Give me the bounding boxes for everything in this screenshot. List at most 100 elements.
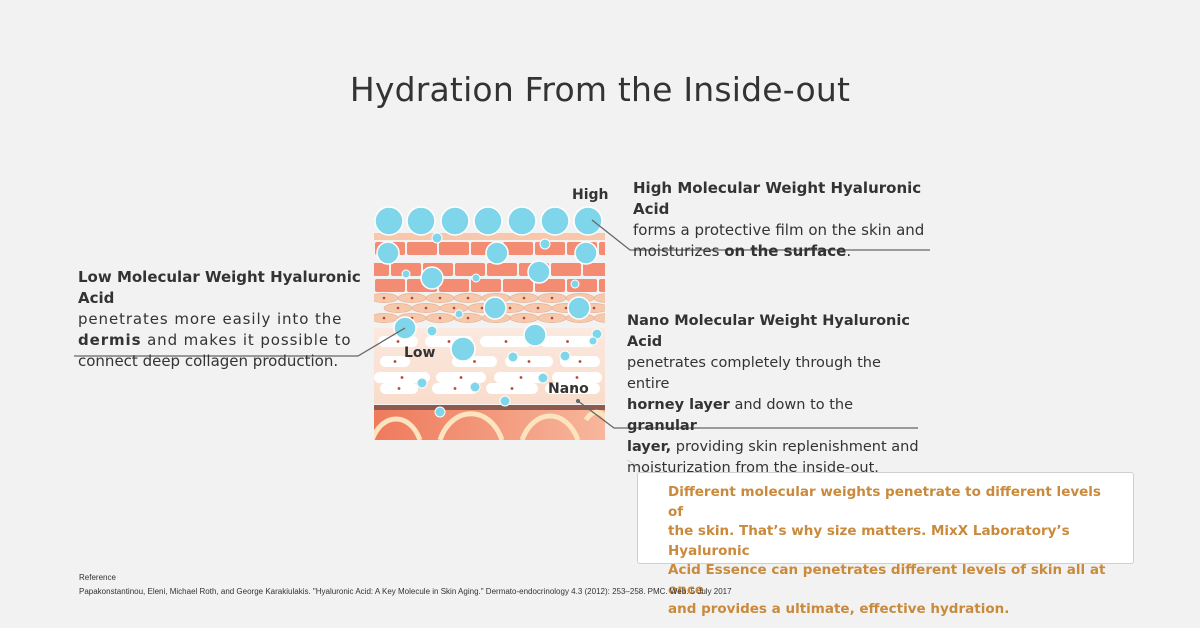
cell-nucleus <box>504 340 508 343</box>
cell-nucleus <box>438 316 442 320</box>
high-heading: High Molecular Weight Hyaluronic Acid <box>633 179 922 218</box>
cell-nucleus <box>607 317 610 320</box>
brick <box>455 263 485 276</box>
low-line-2-end: and makes it possible to <box>141 331 352 349</box>
spindle-cell <box>593 293 605 303</box>
nano-molecule <box>559 350 571 362</box>
nano-weight-description: Nano Molecular Weight Hyaluronic Acid pe… <box>627 311 927 479</box>
collagen-fiber <box>374 416 423 440</box>
high-molecule <box>540 206 570 236</box>
hyaluronic-molecules <box>374 206 603 418</box>
nano-line-3-bold: layer, <box>627 439 672 455</box>
cell-nucleus <box>575 376 579 379</box>
nano-molecule <box>434 406 446 418</box>
low-molecule <box>485 241 509 265</box>
high-weight-description: High Molecular Weight Hyaluronic Acid fo… <box>633 178 933 262</box>
high-molecule <box>573 206 603 236</box>
low-molecule <box>376 241 400 265</box>
cell-nucleus <box>527 360 531 363</box>
collagen-fiber <box>583 409 605 422</box>
reference-citation: Papakonstantinou, Eleni, Michael Roth, a… <box>79 587 732 596</box>
collagen-fiber <box>519 413 581 440</box>
cell-nucleus <box>508 306 512 310</box>
cell-nucleus <box>510 387 514 390</box>
low-molecule <box>483 296 507 320</box>
brick <box>487 263 517 276</box>
brick <box>439 279 469 292</box>
cell-nucleus <box>592 306 596 310</box>
cell-nucleus <box>438 296 442 300</box>
high-line-2-end: . <box>846 242 852 260</box>
high-molecule <box>473 206 503 236</box>
cell-nucleus <box>522 296 526 300</box>
brick <box>503 279 533 292</box>
nano-molecule <box>469 381 481 393</box>
brick <box>583 263 605 276</box>
callout-line-1: Different molecular weights penetrate to… <box>668 484 1101 520</box>
nano-molecule <box>499 395 511 407</box>
cell-nucleus <box>410 296 414 300</box>
nano-line-2-bold-1: horney layer <box>627 397 730 413</box>
nano-molecule <box>431 232 443 244</box>
label-high: High <box>572 187 609 203</box>
brick <box>599 279 605 292</box>
nano-line-3: layer, providing skin replenishment and <box>627 437 927 458</box>
nano-line-1: penetrates completely through the entire <box>627 355 881 392</box>
surface-layer <box>374 233 605 240</box>
low-line-3: connect deep collagen production. <box>78 352 339 370</box>
callout-line-4: and provides a ultimate, effective hydra… <box>668 601 1010 617</box>
low-molecule <box>523 323 547 347</box>
collagen-fiber <box>437 411 505 440</box>
cell-nucleus <box>519 376 523 379</box>
cell-nucleus <box>536 306 540 310</box>
basement-line <box>374 405 605 410</box>
callout-box <box>637 472 1134 564</box>
nano-molecule <box>454 309 464 319</box>
cell-nucleus <box>400 376 404 379</box>
low-molecule <box>527 260 551 284</box>
cell-nucleus <box>452 306 456 310</box>
brick <box>471 279 501 292</box>
label-nano: Nano <box>548 381 589 397</box>
cell-nucleus <box>393 360 397 363</box>
low-line-1: penetrates more easily into the <box>78 310 343 328</box>
brick <box>503 242 533 255</box>
brick <box>407 242 437 255</box>
high-molecule <box>507 206 537 236</box>
cell-nucleus <box>453 387 457 390</box>
nano-molecule <box>401 269 411 279</box>
spindle-cell <box>593 313 605 323</box>
cell-nucleus <box>578 360 582 363</box>
cell-nucleus <box>564 306 568 310</box>
nano-line-2-mid: and down to the <box>729 397 854 413</box>
nano-molecule <box>471 273 481 283</box>
cell-nucleus <box>473 360 476 363</box>
cell-nucleus <box>396 340 400 343</box>
nano-molecule <box>537 372 549 384</box>
brick <box>439 242 469 255</box>
brick <box>551 263 581 276</box>
nano-molecule <box>507 351 519 363</box>
high-line-2: moisturizes on the surface. <box>633 241 933 262</box>
callout-line-2: the skin. That’s why size matters. MixX … <box>668 523 1070 559</box>
brick <box>599 242 605 255</box>
cell-nucleus <box>447 340 451 343</box>
callout-line-3: Acid Essence can penetrates different le… <box>668 562 1106 598</box>
nano-molecule <box>539 238 551 250</box>
cell-nucleus <box>480 306 484 310</box>
label-low: Low <box>404 345 436 361</box>
high-molecule <box>406 206 436 236</box>
reference-title: Reference <box>79 573 116 582</box>
cell-nucleus <box>566 340 569 343</box>
nano-line-2-bold-2: granular <box>627 418 697 434</box>
nano-line-2: horney layer and down to the granular <box>627 395 927 437</box>
cell-nucleus <box>522 316 526 320</box>
callout-text: Different molecular weights penetrate to… <box>668 483 1108 620</box>
cell-nucleus <box>550 316 554 320</box>
low-heading: Low Molecular Weight Hyaluronic Acid <box>78 268 361 307</box>
cell-nucleus <box>607 297 610 300</box>
high-line-1: forms a protective film on the skin and <box>633 221 925 239</box>
low-line-2-bold: dermis <box>78 331 142 349</box>
cell-nucleus <box>382 296 386 300</box>
